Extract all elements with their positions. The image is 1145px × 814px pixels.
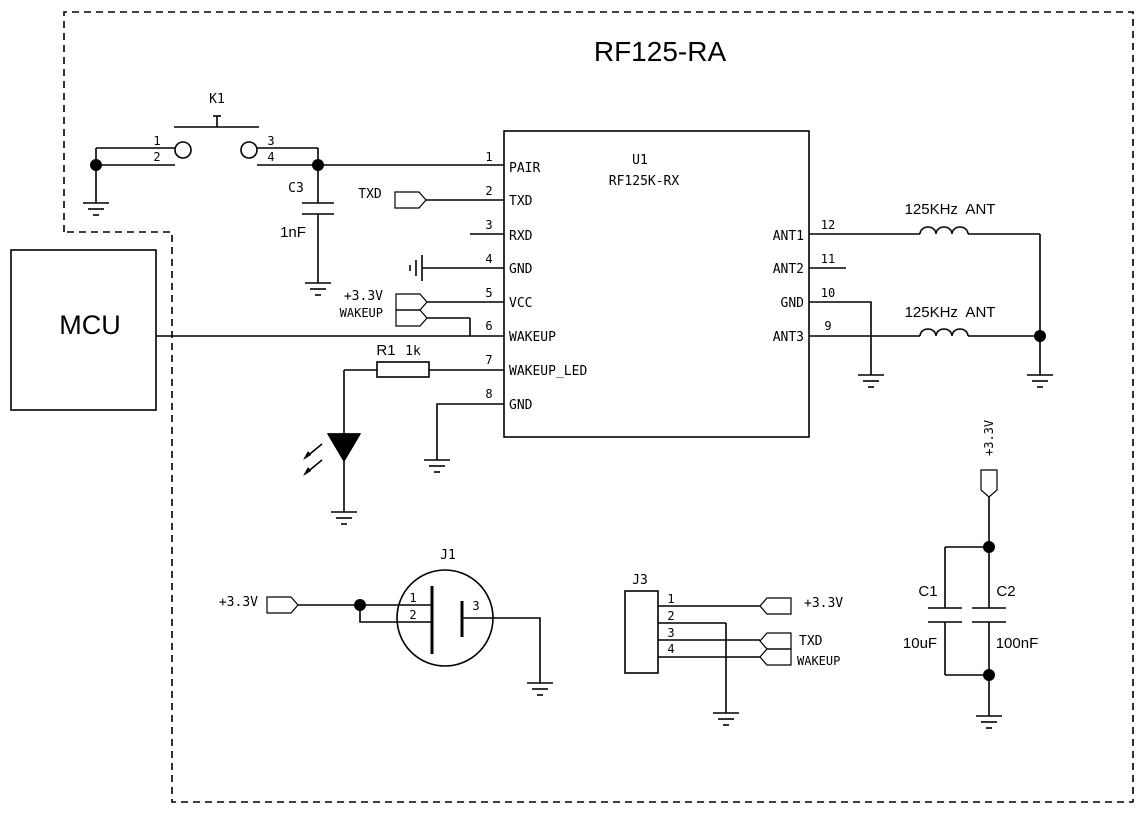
k1-pin-number: 1	[153, 134, 160, 148]
j3-wakeup-port-symbol	[759, 648, 792, 666]
u1-pin-number: 11	[821, 252, 835, 266]
ground-symbol	[526, 682, 554, 696]
ground-symbol	[82, 202, 110, 216]
ground-symbol	[857, 374, 885, 388]
txd-port-symbol	[394, 191, 427, 209]
u1-pin-number: 9	[824, 319, 831, 333]
j3-pin-number: 1	[667, 592, 674, 606]
k1-pin-number: 2	[153, 150, 160, 164]
ground-symbol	[330, 511, 358, 525]
u1-pin-number: 7	[485, 353, 492, 367]
led-diode	[303, 370, 362, 512]
c2-value: 100nF	[996, 635, 1039, 652]
c1-value: 10uF	[903, 635, 937, 652]
antenna-label: 125KHz ANT	[905, 201, 996, 218]
j3-txd-port-symbol	[759, 632, 792, 650]
antenna-inductor-2	[919, 328, 969, 337]
j3-pin-number: 4	[667, 642, 674, 656]
ground-symbol	[712, 712, 740, 726]
u1-pin-name: RXD	[509, 229, 533, 244]
u1-pin-name: WAKEUP_LED	[509, 364, 587, 379]
ground-symbol	[304, 282, 332, 296]
u1-pin-name: GND	[781, 296, 805, 311]
j1-ref: J1	[440, 548, 456, 563]
j3-txd-net-label: TXD	[799, 634, 823, 649]
k1-ref: K1	[209, 92, 225, 107]
r1-resistor	[376, 361, 430, 378]
u1-ref: U1	[632, 153, 648, 168]
u1-pin-name: VCC	[509, 296, 532, 311]
j1-pin-number: 1	[409, 591, 416, 605]
j3-pin-number: 2	[667, 609, 674, 623]
top-vcc-net-label: +3.3V	[982, 420, 996, 456]
top-vcc-port-symbol	[980, 469, 998, 498]
u1-pin-name: WAKEUP	[509, 330, 556, 345]
u1-pin-name: ANT1	[773, 229, 804, 244]
j3-wakeup-net-label: WAKEUP	[797, 654, 840, 668]
board-title: RF125-RA	[594, 36, 727, 67]
c3-value: 1nF	[280, 224, 306, 241]
mcu-block	[10, 249, 157, 411]
k1-pin-number: 4	[267, 150, 274, 164]
wakeup-port-symbol	[395, 309, 428, 327]
mcu-label: MCU	[59, 310, 121, 340]
k1-switch	[95, 115, 319, 166]
u1-pin-number: 1	[485, 150, 492, 164]
j1-connector	[396, 569, 494, 667]
k1-pin-number: 3	[267, 134, 274, 148]
u1-pin-number: 6	[485, 319, 492, 333]
ground-symbol	[975, 715, 1003, 729]
j3-pin-number: 3	[667, 626, 674, 640]
u1-pin-number: 5	[485, 286, 492, 300]
c3-ref: C3	[288, 181, 304, 196]
c2-ref: C2	[996, 583, 1015, 600]
u1-part: RF125K-RX	[609, 174, 680, 189]
ground-symbol	[423, 459, 451, 473]
u1-pin-name: ANT3	[773, 330, 804, 345]
j1-pin-number: 2	[409, 608, 416, 622]
j3-connector	[624, 590, 659, 674]
u1-pin-name: GND	[509, 398, 533, 413]
vcc-port-symbol	[395, 293, 428, 311]
j1-port-symbol	[266, 596, 299, 614]
j3-vcc-port-symbol	[759, 597, 792, 615]
r1-value: 1k	[405, 344, 421, 359]
j3-ref: J3	[632, 573, 648, 588]
u1-pin-name: PAIR	[509, 161, 540, 176]
u1-pin-name: GND	[509, 262, 533, 277]
u1-pin-name: ANT2	[773, 262, 804, 277]
j1-pin-number: 3	[472, 599, 479, 613]
u1-pin-number: 12	[821, 218, 835, 232]
c1-ref: C1	[918, 583, 937, 600]
board-outline	[63, 11, 1134, 803]
c1-capacitor	[928, 547, 962, 675]
u1-pin-name: TXD	[509, 194, 533, 209]
j1-net-label: +3.3V	[219, 595, 258, 610]
ground-symbol-sideways	[409, 255, 423, 281]
u1-pin-number: 3	[485, 218, 492, 232]
c2-capacitor	[972, 547, 1006, 675]
u1-pin-number: 4	[485, 252, 492, 266]
antenna-label: 125KHz ANT	[905, 304, 996, 321]
u1-pin-number: 10	[821, 286, 835, 300]
c3-capacitor	[302, 165, 334, 283]
j3-vcc-net-label: +3.3V	[804, 596, 843, 611]
vcc-net-label: +3.3V	[344, 289, 383, 304]
wakeup-net-label: WAKEUP	[340, 306, 383, 320]
r1-ref: R1	[376, 342, 395, 359]
junction-dot	[1034, 330, 1046, 342]
ground-symbol	[1026, 374, 1054, 388]
u1-body	[503, 130, 810, 438]
txd-net-label: TXD	[358, 187, 382, 202]
u1-pin-number: 8	[485, 387, 492, 401]
u1-pin-number: 2	[485, 184, 492, 198]
antenna-inductor-1	[919, 226, 969, 235]
